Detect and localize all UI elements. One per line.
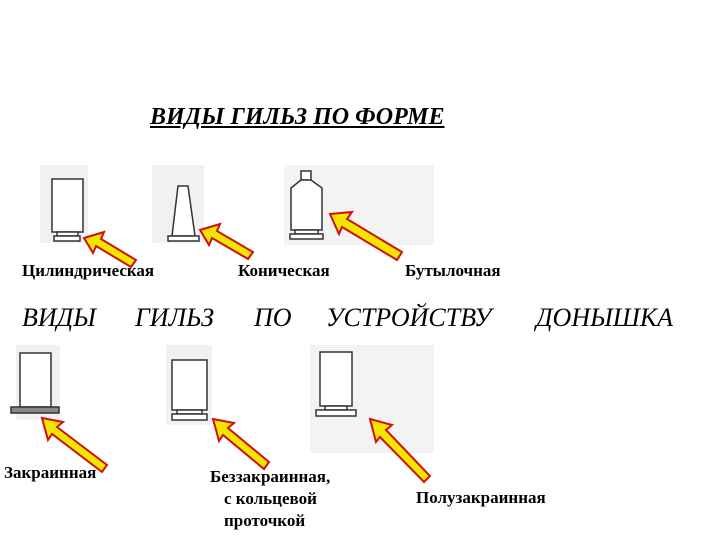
page-title: ВИДЫ ГИЛЬЗ ПО ФОРМЕ [150, 104, 445, 130]
subtitle-word-5: ДОНЫШКА [536, 303, 674, 332]
label-conical: Коническая [238, 261, 330, 280]
subtitle-word-2: ГИЛЬЗ [135, 303, 215, 332]
subtitle-word-4: УСТРОЙСТВУ [326, 303, 492, 332]
arrow-cylindrical [82, 230, 138, 269]
semi-rimmed-case-drawing [315, 351, 357, 417]
label-cylindrical: Цилиндрическая [22, 261, 155, 280]
arrow-rimless [211, 417, 271, 471]
label-rimmed: Закраинная [4, 463, 97, 482]
section-subtitle: ВИДЫ ГИЛЬЗ ПО УСТРОЙСТВУ ДОНЫШКА [0, 303, 720, 335]
cylindrical-case-drawing [51, 178, 84, 242]
label-rimless-line-2: с кольцевой [224, 489, 317, 508]
label-rimless: Беззакраинная, с кольцевой проточкой [210, 466, 330, 532]
arrow-rimmed [40, 416, 109, 474]
label-rimless-line-3: проточкой [224, 511, 306, 530]
arrow-semi-rimmed [368, 417, 432, 484]
bottle-case-drawing [289, 170, 324, 240]
subtitle-word-3: ПО [254, 303, 292, 332]
conical-case-drawing [167, 185, 200, 242]
arrows [40, 210, 432, 484]
rimless-case-drawing [171, 359, 208, 421]
label-rimless-line-1: Беззакраинная, [210, 467, 331, 486]
arrow-bottle [328, 210, 404, 262]
label-bottle: Бутылочная [405, 261, 501, 280]
label-semi-rimmed: Полузакраинная [416, 488, 546, 507]
rimmed-case-drawing [10, 352, 60, 414]
subtitle-word-1: ВИДЫ [22, 303, 96, 332]
arrow-conical [198, 222, 255, 261]
